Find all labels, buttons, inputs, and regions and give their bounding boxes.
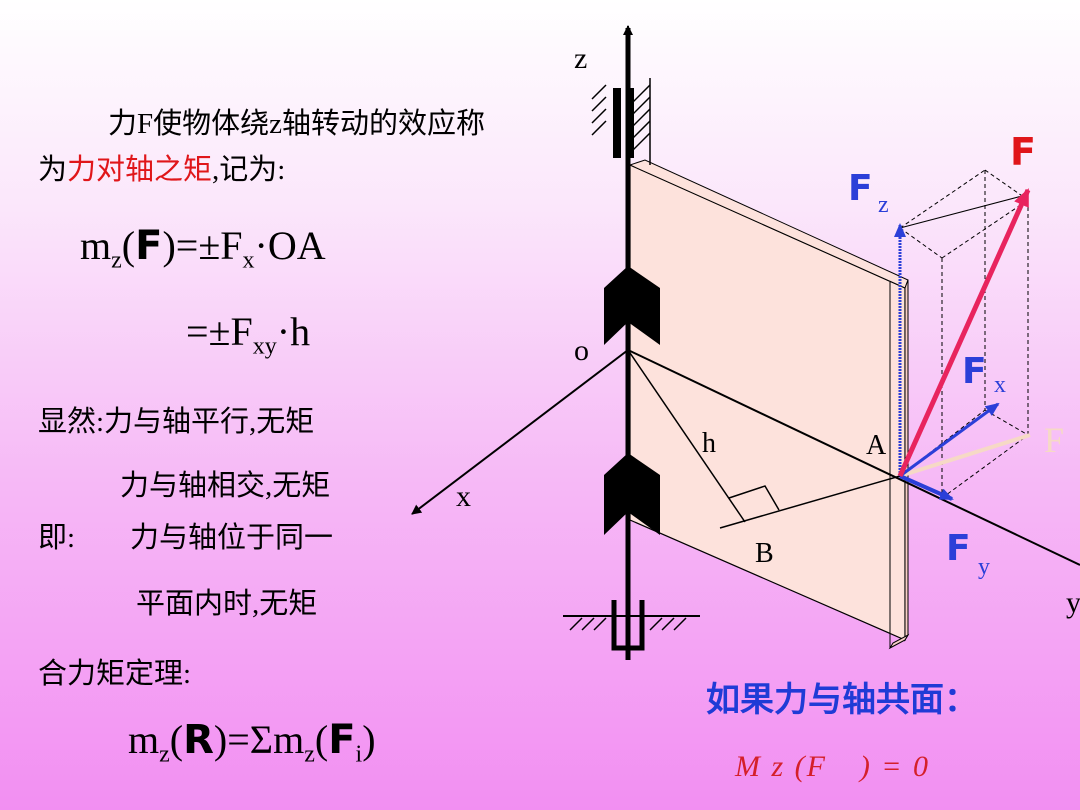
rule-coplanar-1: 力与轴位于同一 bbox=[130, 522, 334, 554]
th-sub-z: z bbox=[159, 741, 170, 768]
eq1-sub-z: z bbox=[111, 247, 122, 274]
intro-suffix: ,记为: bbox=[212, 154, 286, 186]
label-Fz-sub: z bbox=[878, 192, 889, 218]
eq1-mid: )=±F bbox=[162, 223, 243, 268]
fx-arrow bbox=[899, 402, 1000, 478]
y-axis bbox=[627, 349, 1080, 566]
eq1-sub-x: x bbox=[242, 247, 255, 274]
upper-hinge bbox=[604, 266, 660, 345]
label-h: h bbox=[702, 428, 716, 459]
th-m: m bbox=[128, 717, 160, 762]
eq2-sub-xy: xy bbox=[252, 333, 277, 360]
theorem-title: 合力矩定理: bbox=[38, 658, 192, 690]
force-F-arrow bbox=[897, 188, 1031, 478]
eq1-F: F bbox=[135, 223, 163, 269]
right-angle-mark bbox=[728, 485, 780, 511]
intro-line-1: 力F使物体绕z轴转动的效应称 bbox=[108, 108, 486, 140]
label-Fxy: F bbox=[1044, 420, 1064, 460]
top-bearing bbox=[613, 88, 621, 158]
th-F: F bbox=[328, 717, 356, 763]
fy-arrow bbox=[899, 474, 954, 501]
eq1-open: ( bbox=[121, 223, 136, 268]
intro-line-2: 为力对轴之矩,记为: bbox=[38, 146, 285, 188]
th-sub-z2: z bbox=[304, 741, 315, 768]
equation-1: mz(F)=±Fx·OA bbox=[80, 222, 326, 274]
rule-intersect: 力与轴相交,无矩 bbox=[120, 470, 331, 502]
door-panel bbox=[628, 159, 910, 650]
rule-parallel: 显然:力与轴平行,无矩 bbox=[38, 406, 315, 438]
label-B: B bbox=[755, 538, 774, 569]
moment-about-axis-term: 力对轴之矩 bbox=[67, 154, 213, 186]
label-Fy-sub: y bbox=[978, 554, 990, 580]
th-open: ( bbox=[169, 717, 184, 762]
label-Fz: F bbox=[848, 168, 873, 209]
th-R: R bbox=[183, 717, 214, 763]
lower-hinge bbox=[604, 453, 660, 535]
th-sub-i: i bbox=[355, 741, 363, 768]
eq1-tail: ·OA bbox=[254, 223, 326, 268]
rule-coplanar-prefix: 即: bbox=[38, 522, 76, 554]
perpendicular-h bbox=[627, 349, 746, 523]
intro-prefix: 为 bbox=[38, 154, 68, 186]
zero-moment-formula: M z (F⃗ ) = 0 bbox=[735, 750, 931, 783]
label-z: z bbox=[574, 42, 587, 75]
eq1-m: m bbox=[80, 223, 112, 268]
th-open2: ( bbox=[314, 717, 329, 762]
label-x: x bbox=[456, 480, 471, 513]
th-close: ) bbox=[362, 717, 376, 762]
label-Fx-sub: x bbox=[994, 372, 1006, 398]
x-axis bbox=[411, 349, 629, 515]
coplanar-heading: 如果力与轴共面： bbox=[706, 680, 978, 720]
label-Fx: F bbox=[962, 351, 987, 392]
theorem-equation: mz(R)=Σmz(Fi) bbox=[128, 716, 376, 768]
fxy-arrow bbox=[899, 433, 1031, 478]
eq2-head: =±F bbox=[186, 309, 253, 354]
equation-2: =±Fxy·h bbox=[186, 308, 310, 360]
label-A: A bbox=[866, 430, 887, 461]
top-support-hatch bbox=[591, 78, 651, 165]
label-o: o bbox=[574, 334, 589, 367]
eq2-tail: ·h bbox=[276, 309, 311, 354]
rule-coplanar-2: 平面内时,无矩 bbox=[136, 588, 318, 620]
label-F: F bbox=[1010, 130, 1036, 174]
bottom-support bbox=[563, 600, 700, 651]
label-Fy: F bbox=[946, 528, 971, 569]
th-mid: )=Σm bbox=[213, 717, 305, 762]
label-y: y bbox=[1066, 586, 1080, 619]
line-AB bbox=[719, 475, 901, 529]
